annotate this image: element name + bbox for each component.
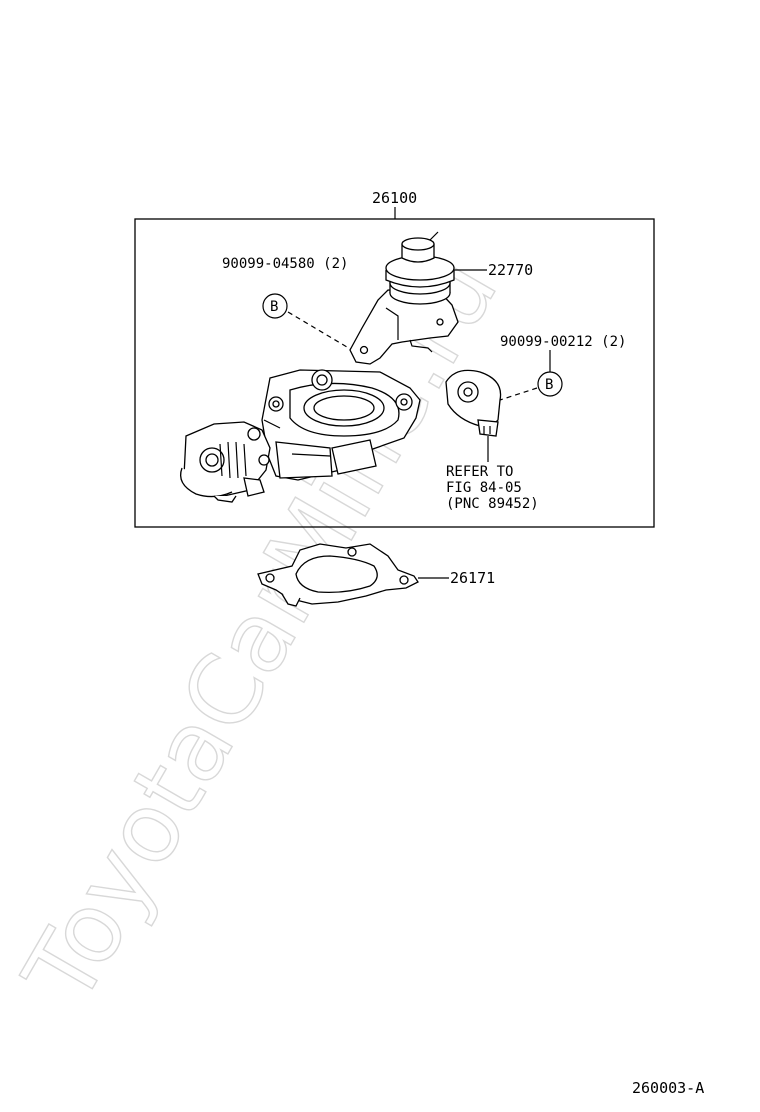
assembly-number-label: 26100 (372, 189, 417, 207)
bolt-top-part-number: 90099-04580 (2) (222, 256, 348, 272)
vacuum-valve-drawing (349, 231, 459, 365)
bolt-right-dashed-leader (499, 387, 538, 401)
gasket-drawing (257, 543, 419, 607)
bolt-top-dashed-leader (287, 311, 353, 351)
refer-note-line-1: REFER TO (446, 464, 513, 480)
assembly-frame (134, 218, 655, 528)
svg-text:B: B (270, 299, 278, 315)
throttle-position-sensor-drawing (445, 369, 502, 437)
figure-code: 260003-A (632, 1079, 704, 1097)
refer-note-line-2: FIG 84-05 (446, 480, 522, 496)
valve-part-number: 22770 (488, 261, 533, 279)
bolt-right-part-number: 90099-00212 (2) (500, 334, 626, 350)
throttle-body-drawing (179, 369, 421, 503)
gasket-part-number: 26171 (450, 569, 495, 587)
watermark: ToyotaCarMine.ru (2, 239, 519, 1022)
svg-text:B: B (545, 377, 553, 393)
ref-marker-b-left: B (262, 293, 288, 319)
refer-note-line-3: (PNC 89452) (446, 496, 539, 512)
ref-marker-b-right: B (537, 371, 563, 397)
